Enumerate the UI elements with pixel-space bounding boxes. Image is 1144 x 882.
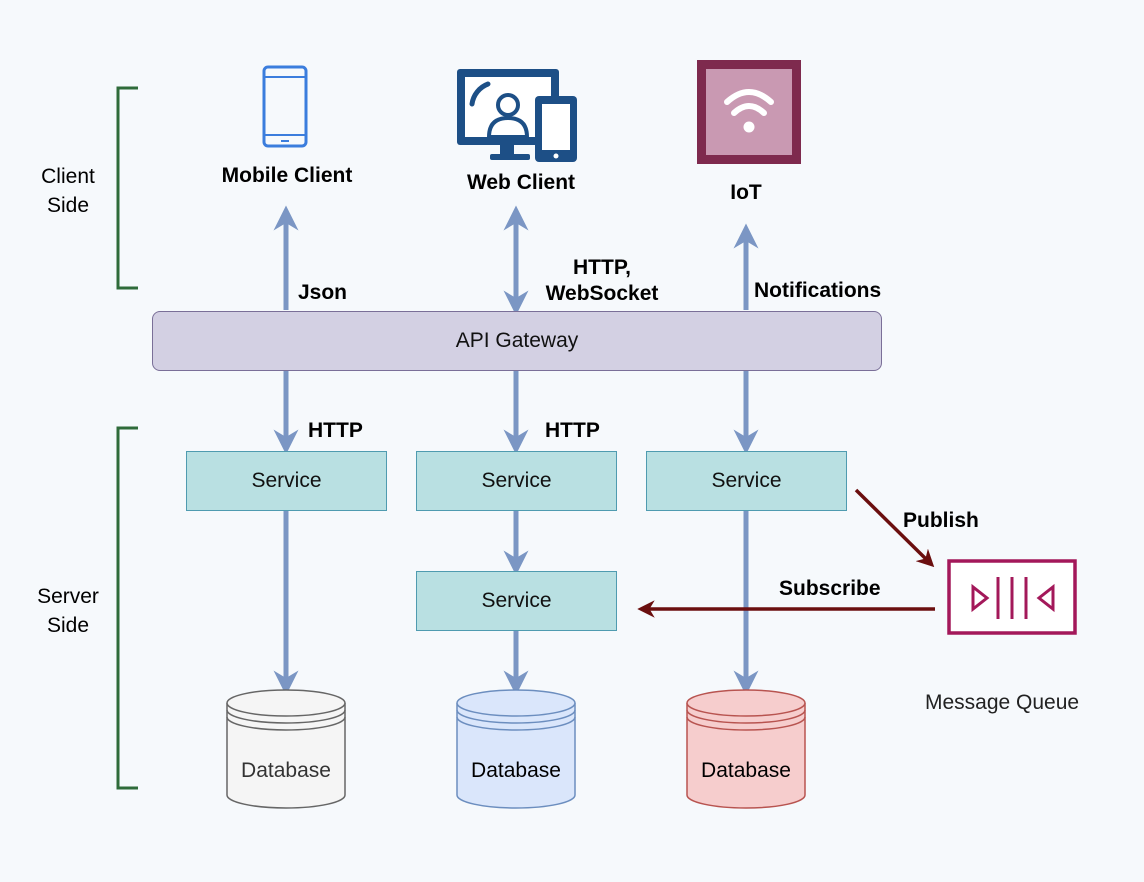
publish-arrow (854, 488, 935, 568)
database-left-icon (226, 689, 346, 809)
database-mid-icon (456, 689, 576, 809)
message-queue-icon (947, 559, 1077, 635)
database-right-label: Database (701, 759, 791, 782)
client-side-label-line1: Client (41, 165, 95, 188)
service-left[interactable]: Service (186, 451, 387, 511)
http-websocket-label-line1: HTTP, (573, 256, 631, 279)
api-gateway[interactable]: API Gateway (152, 311, 882, 371)
desktop-user-device-icon (457, 69, 577, 162)
notifications-label: Notifications (754, 279, 882, 302)
http-websocket-label-line2: WebSocket (545, 282, 659, 305)
http-websocket-label: HTTP, WebSocket (532, 255, 672, 307)
database-mid-label: Database (471, 759, 561, 782)
client-side-bracket (116, 86, 138, 290)
client-side-label: Client Side (30, 162, 106, 220)
mobile-client-label: Mobile Client (221, 164, 353, 187)
server-side-label: Server Side (30, 582, 106, 640)
message-queue-label: Message Queue (925, 691, 1080, 714)
service-right-label: Service (711, 469, 782, 492)
service-mid-lower-label: Service (481, 589, 552, 612)
service-mid-label: Service (481, 469, 552, 492)
service-left-label: Service (251, 469, 322, 492)
subscribe-label: Subscribe (779, 577, 881, 600)
web-client-label: Web Client (466, 171, 576, 194)
server-side-bracket (116, 426, 138, 790)
api-gateway-label: API Gateway (455, 329, 579, 352)
http-mid-label: HTTP (545, 419, 600, 442)
http-left-label: HTTP (308, 419, 363, 442)
iot-label: IoT (730, 181, 762, 204)
service-right[interactable]: Service (646, 451, 847, 511)
server-side-label-line2: Side (46, 614, 90, 637)
wifi-icon (697, 60, 801, 164)
smartphone-icon (262, 65, 308, 148)
publish-label: Publish (903, 509, 979, 532)
json-label: Json (298, 281, 348, 304)
service-mid-lower[interactable]: Service (416, 571, 617, 631)
service-mid[interactable]: Service (416, 451, 617, 511)
database-right-icon (686, 689, 806, 809)
database-left-label: Database (241, 759, 331, 782)
server-side-label-line1: Server (37, 585, 99, 608)
client-side-label-line2: Side (46, 194, 90, 217)
